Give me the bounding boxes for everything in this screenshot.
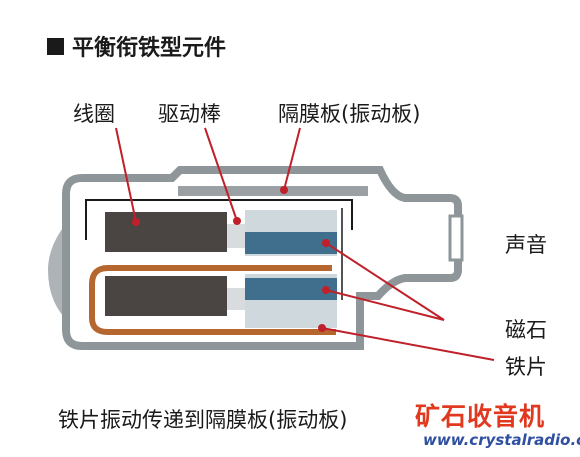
label-magnet: 磁石 <box>505 318 547 342</box>
drive-rod-lower <box>227 288 245 310</box>
leader-line-coil <box>115 127 137 223</box>
label-sound: 声音 <box>505 233 547 257</box>
leader-line-rod <box>204 127 238 222</box>
watermark-brand: 矿石收音机 <box>413 397 548 433</box>
label-drive-rod: 驱动棒 <box>158 102 221 126</box>
inner-frame <box>85 199 353 240</box>
leader-line-diaphragm <box>283 127 301 191</box>
label-iron-piece: 铁片 <box>505 355 547 379</box>
coil-lower <box>105 276 227 316</box>
bullet-square-icon <box>47 37 64 55</box>
drive-rod <box>227 224 245 248</box>
housing-top-tab <box>178 186 368 196</box>
armature-iron-piece <box>89 265 336 335</box>
leader-line-magnet-lower <box>325 289 445 321</box>
watermark-url: www.crystalradio.cn <box>423 431 580 449</box>
caption: 铁片振动传递到隔膜板(振动板) <box>58 408 348 432</box>
magnet-upper <box>245 232 337 254</box>
magnet-lower <box>245 278 337 300</box>
label-diaphragm: 隔膜板(振动板) <box>278 102 421 126</box>
diagram-title-text: 平衡衔铁型元件 <box>72 36 227 61</box>
leader-line-iron <box>321 327 495 361</box>
label-coil: 线圈 <box>73 102 115 126</box>
diagram-title: 平衡衔铁型元件 <box>47 30 226 62</box>
coil-upper <box>105 212 227 252</box>
leader-line-magnet-upper <box>325 242 445 321</box>
sound-nozzle <box>448 214 464 262</box>
